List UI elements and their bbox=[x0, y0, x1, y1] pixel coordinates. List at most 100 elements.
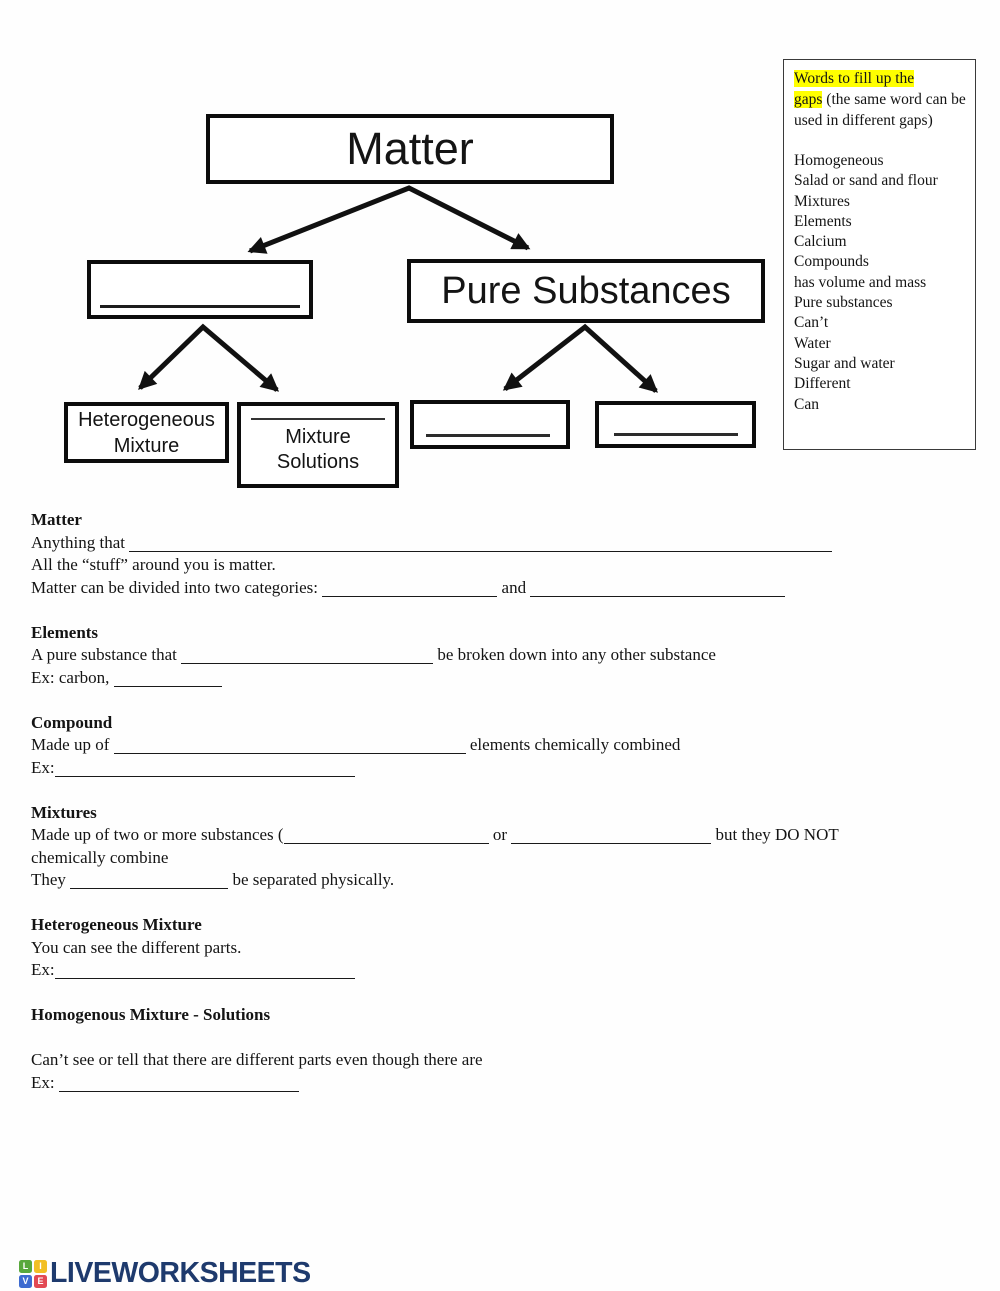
word-bank-item: Salad or sand and flour bbox=[794, 172, 938, 190]
word-bank-item: has volume and mass bbox=[794, 273, 927, 291]
heterogeneous-mixture-box: Heterogeneous Mixture bbox=[64, 402, 229, 463]
fill-blank[interactable] bbox=[129, 534, 833, 552]
fill-blank[interactable] bbox=[54, 961, 355, 979]
line-text: be separated physically. bbox=[228, 870, 395, 889]
line-text: Anything that bbox=[31, 532, 130, 552]
logo-tile-e: E bbox=[34, 1274, 47, 1288]
line-text: chemically combine bbox=[31, 847, 169, 867]
fill-blank[interactable] bbox=[283, 826, 489, 844]
arrow-mixtures-to-children bbox=[138, 323, 280, 392]
pure-substances-box: Pure Substances bbox=[407, 259, 765, 323]
line-text: All the “stuff” around you is matter. bbox=[31, 555, 276, 574]
line-text: and bbox=[497, 577, 531, 597]
worksheet-line: Matter can be divided into two categorie… bbox=[31, 577, 970, 600]
worksheet-line: All the “stuff” around you is matter. bbox=[31, 554, 970, 577]
section-heading: Elements bbox=[31, 622, 99, 642]
word-bank-item: Sugar and water bbox=[794, 354, 895, 372]
word-bank-item: Can’t bbox=[794, 314, 829, 332]
mixture-solutions-box[interactable]: Mixture Solutions bbox=[237, 402, 399, 488]
fill-blank[interactable] bbox=[58, 1074, 299, 1092]
arrow-matter-to-children bbox=[247, 185, 531, 254]
worksheet-line: Made up of two or more substances ( or b… bbox=[31, 824, 970, 847]
fill-blank[interactable] bbox=[113, 736, 466, 754]
arrow-pure-substances-to-children bbox=[502, 323, 659, 393]
worksheet-line: Ex: carbon, bbox=[31, 667, 970, 690]
mixture-solutions-label-line2: Solutions bbox=[276, 451, 360, 473]
section-heading: Mixtures bbox=[31, 802, 97, 822]
line-text: Ex: bbox=[31, 1072, 59, 1092]
logo-tile-v: V bbox=[19, 1274, 32, 1288]
worksheet-line: A pure substance that be broken down int… bbox=[31, 644, 970, 667]
fill-blank[interactable] bbox=[113, 669, 222, 687]
fill-blank[interactable] bbox=[70, 871, 229, 889]
word-bank-item: Compounds bbox=[794, 253, 869, 271]
line-text: A pure substance that bbox=[31, 645, 182, 664]
answer-blank-line[interactable] bbox=[100, 305, 300, 308]
worksheet-line: chemically combine bbox=[31, 847, 970, 870]
word-bank-title-highlight: gaps bbox=[794, 91, 823, 108]
section-heading: Matter bbox=[31, 510, 82, 529]
worksheet-line: Ex: bbox=[31, 757, 970, 780]
mixture-solutions-label-line1: Mixture bbox=[285, 426, 351, 448]
word-bank-item: Elements bbox=[794, 212, 852, 230]
fill-blank[interactable] bbox=[530, 579, 786, 597]
elements-answer-box[interactable] bbox=[410, 400, 570, 449]
matter-box: Matter bbox=[206, 114, 614, 184]
compounds-answer-box[interactable] bbox=[595, 401, 756, 448]
line-text: Ex: bbox=[31, 960, 55, 979]
word-bank-item: Can bbox=[794, 395, 819, 413]
answer-blank-line[interactable] bbox=[614, 433, 738, 436]
worksheet-line: Ex: bbox=[31, 959, 970, 982]
worksheet-line: Ex: bbox=[31, 1072, 970, 1095]
worksheet-line: Made up of elements chemically combined bbox=[31, 734, 970, 757]
line-text: Made up of two or more substances ( bbox=[31, 825, 284, 844]
logo-tile-l: L bbox=[19, 1259, 32, 1273]
worksheet-line: They be separated physically. bbox=[31, 869, 970, 892]
answer-blank-line[interactable] bbox=[426, 434, 550, 437]
line-text: elements chemically combined bbox=[465, 735, 681, 754]
section-heading: Compound bbox=[31, 712, 113, 732]
word-bank-item: Homogeneous bbox=[794, 152, 884, 169]
line-text: Ex: carbon, bbox=[31, 667, 114, 687]
mixtures-answer-box[interactable] bbox=[87, 260, 313, 319]
word-bank-title-highlight: Words to fill up the bbox=[794, 70, 915, 87]
matter-flowchart: Matter Pure Substances Heterogeneous Mix… bbox=[0, 0, 1000, 500]
line-text: Ex: bbox=[31, 757, 55, 777]
worksheet-line: Anything that bbox=[31, 532, 970, 555]
section-heading: Heterogeneous Mixture bbox=[31, 915, 202, 934]
fill-blank[interactable] bbox=[511, 826, 712, 844]
liveworksheets-brand-text: LIVEWORKSHEETS bbox=[50, 1257, 311, 1289]
section-heading: Homogenous Mixture - Solutions bbox=[31, 1005, 271, 1024]
word-bank-item: Pure substances bbox=[794, 294, 893, 312]
line-text: or bbox=[488, 825, 512, 844]
fill-blank[interactable] bbox=[54, 759, 355, 777]
word-bank-item: Calcium bbox=[794, 233, 847, 251]
line-text: be broken down into any other substance bbox=[433, 645, 716, 664]
worksheet-line: You can see the different parts. bbox=[31, 937, 970, 960]
line-text: They bbox=[31, 870, 71, 889]
word-bank-item: Mixtures bbox=[794, 192, 850, 210]
line-text: Can’t see or tell that there are differe… bbox=[31, 1050, 483, 1069]
heterogeneous-label-line1: Heterogeneous bbox=[78, 408, 215, 431]
word-bank-title: Words to fill up the gaps (the same word… bbox=[794, 68, 969, 131]
matter-label: Matter bbox=[346, 123, 474, 174]
logo-tile-i: I bbox=[34, 1259, 47, 1273]
word-bank: Words to fill up the gaps (the same word… bbox=[783, 59, 976, 450]
line-text: You can see the different parts. bbox=[31, 937, 242, 957]
word-bank-item: Water bbox=[794, 334, 831, 352]
fill-blank[interactable] bbox=[322, 579, 498, 597]
fill-blank[interactable] bbox=[181, 646, 434, 664]
worksheet-line: Can’t see or tell that there are differe… bbox=[31, 1049, 970, 1072]
pure-substances-label: Pure Substances bbox=[441, 269, 731, 312]
answer-blank-line[interactable] bbox=[251, 418, 385, 420]
line-text: Matter can be divided into two categorie… bbox=[31, 577, 323, 597]
